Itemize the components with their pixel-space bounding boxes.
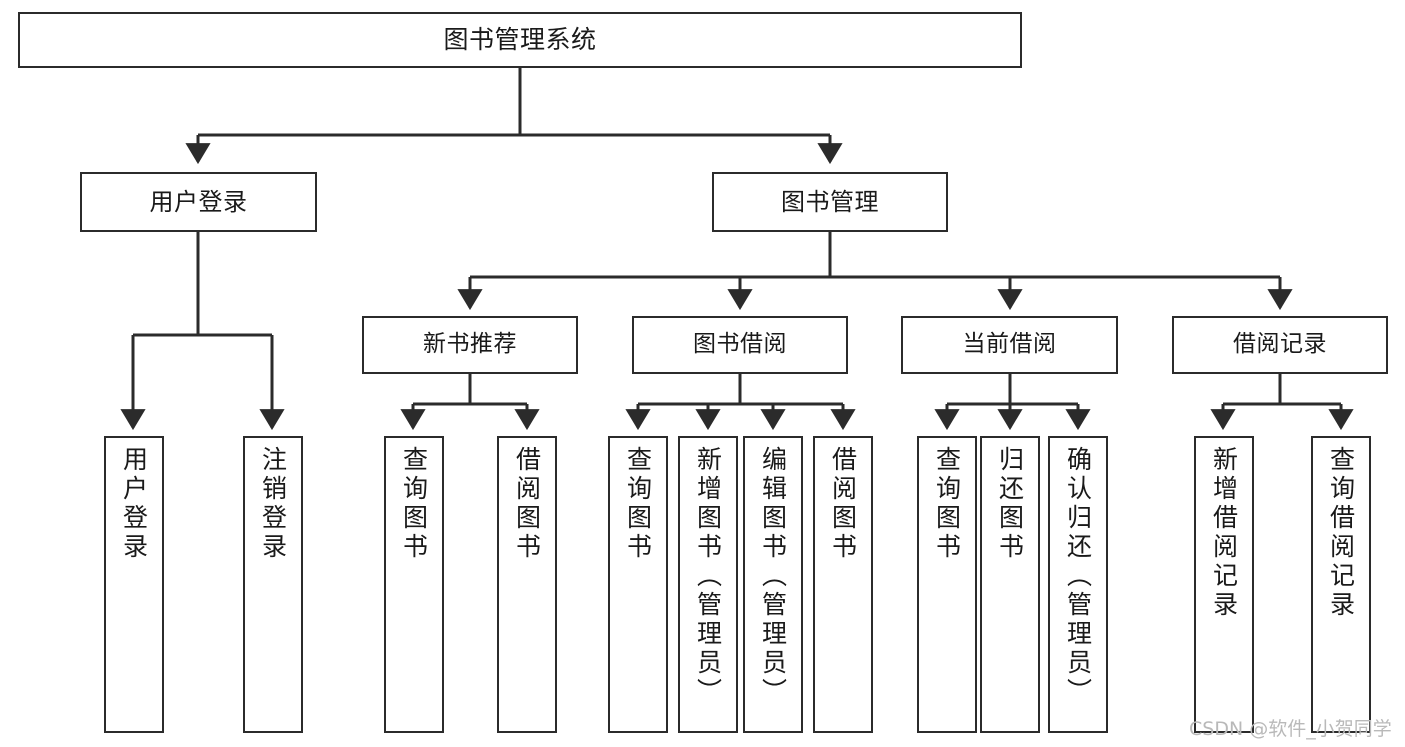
leaf-borrow-edit-book-admin[interactable]: 编辑图书（管理员） [743,436,803,733]
leaf-label: 编辑图书（管理员） [758,446,788,707]
leaf-label: 新增借阅记录 [1209,446,1239,620]
leaf-label: 确认归还（管理员） [1063,446,1093,707]
node-book-management[interactable]: 图书管理 [712,172,948,232]
node-borrow-record[interactable]: 借阅记录 [1172,316,1388,374]
leaf-label: 用户登录 [119,446,149,562]
node-user-login-label: 用户登录 [149,187,248,216]
leaf-new-book-query-book[interactable]: 查询图书 [384,436,444,733]
leaf-label: 查询借阅记录 [1326,446,1356,620]
leaf-current-query-book[interactable]: 查询图书 [917,436,977,733]
leaf-label: 借阅图书 [828,446,858,562]
node-new-book-recommend-label: 新书推荐 [423,331,517,358]
leaf-record-query-record[interactable]: 查询借阅记录 [1311,436,1371,733]
node-current-borrow-label: 当前借阅 [962,331,1057,358]
leaf-current-return-book[interactable]: 归还图书 [980,436,1040,733]
leaf-borrow-query-book[interactable]: 查询图书 [608,436,668,733]
node-current-borrow[interactable]: 当前借阅 [901,316,1118,374]
leaf-borrow-borrow-book[interactable]: 借阅图书 [813,436,873,733]
node-root[interactable]: 图书管理系统 [18,12,1022,68]
leaf-user-login-login[interactable]: 用户登录 [104,436,164,733]
node-book-borrow[interactable]: 图书借阅 [632,316,848,374]
leaf-label: 查询图书 [399,446,429,562]
node-book-management-label: 图书管理 [781,187,879,216]
node-book-borrow-label: 图书借阅 [693,331,787,358]
leaf-new-book-borrow-book[interactable]: 借阅图书 [497,436,557,733]
leaf-label: 新增图书（管理员） [693,446,723,707]
csdn-watermark: CSDN @软件_小贺同学 [1189,718,1392,740]
node-user-login[interactable]: 用户登录 [80,172,317,232]
node-root-label: 图书管理系统 [443,25,597,55]
leaf-label: 借阅图书 [512,446,542,562]
leaf-label: 注销登录 [258,446,288,562]
node-borrow-record-label: 借阅记录 [1233,331,1327,358]
node-new-book-recommend[interactable]: 新书推荐 [362,316,578,374]
leaf-label: 查询图书 [932,446,962,562]
leaf-label: 查询图书 [623,446,653,562]
leaf-borrow-add-book-admin[interactable]: 新增图书（管理员） [678,436,738,733]
leaf-label: 归还图书 [995,446,1025,562]
leaf-current-confirm-return-admin[interactable]: 确认归还（管理员） [1048,436,1108,733]
leaf-record-add-record[interactable]: 新增借阅记录 [1194,436,1254,733]
leaf-user-login-logout[interactable]: 注销登录 [243,436,303,733]
